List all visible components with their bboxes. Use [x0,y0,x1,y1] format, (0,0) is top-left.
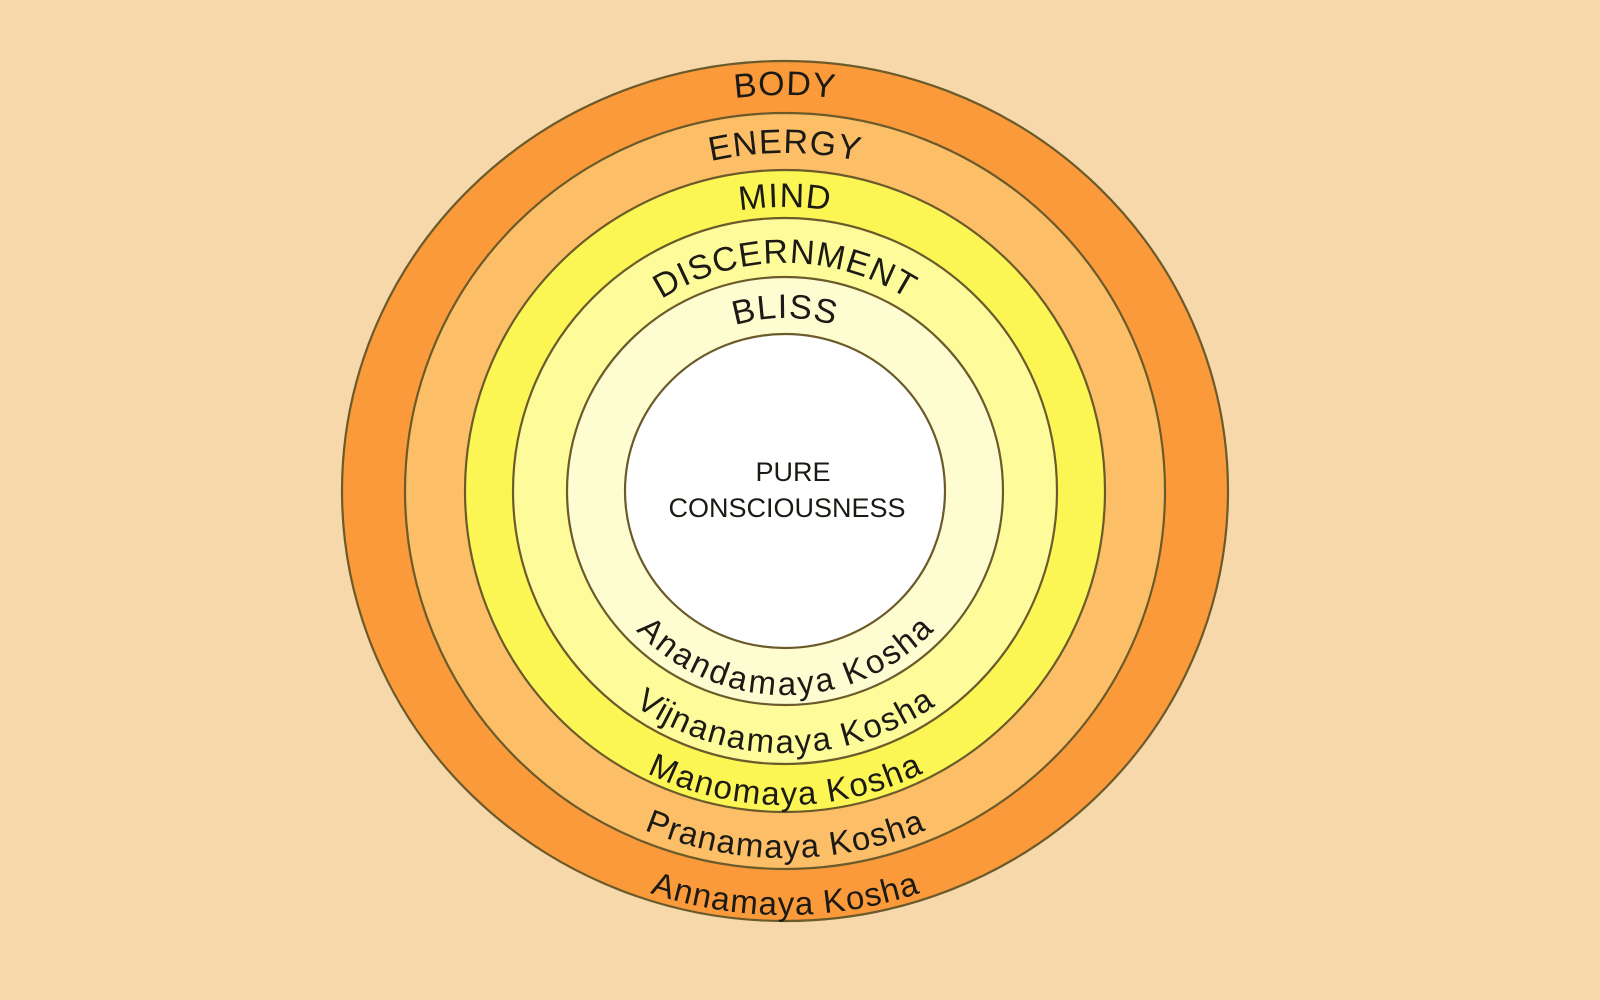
ring-pure-consciousness [623,332,947,650]
label-mind: MIND [736,177,833,219]
layer-rings [340,59,1230,923]
center-label-line-1: PURE [755,457,830,487]
label-bliss: BLISS [728,288,842,333]
center-label-line-2: CONSCIOUSNESS [668,493,905,523]
label-body: BODY [732,65,838,106]
pure-consciousness-center: PURE CONSCIOUSNESS [668,457,905,523]
